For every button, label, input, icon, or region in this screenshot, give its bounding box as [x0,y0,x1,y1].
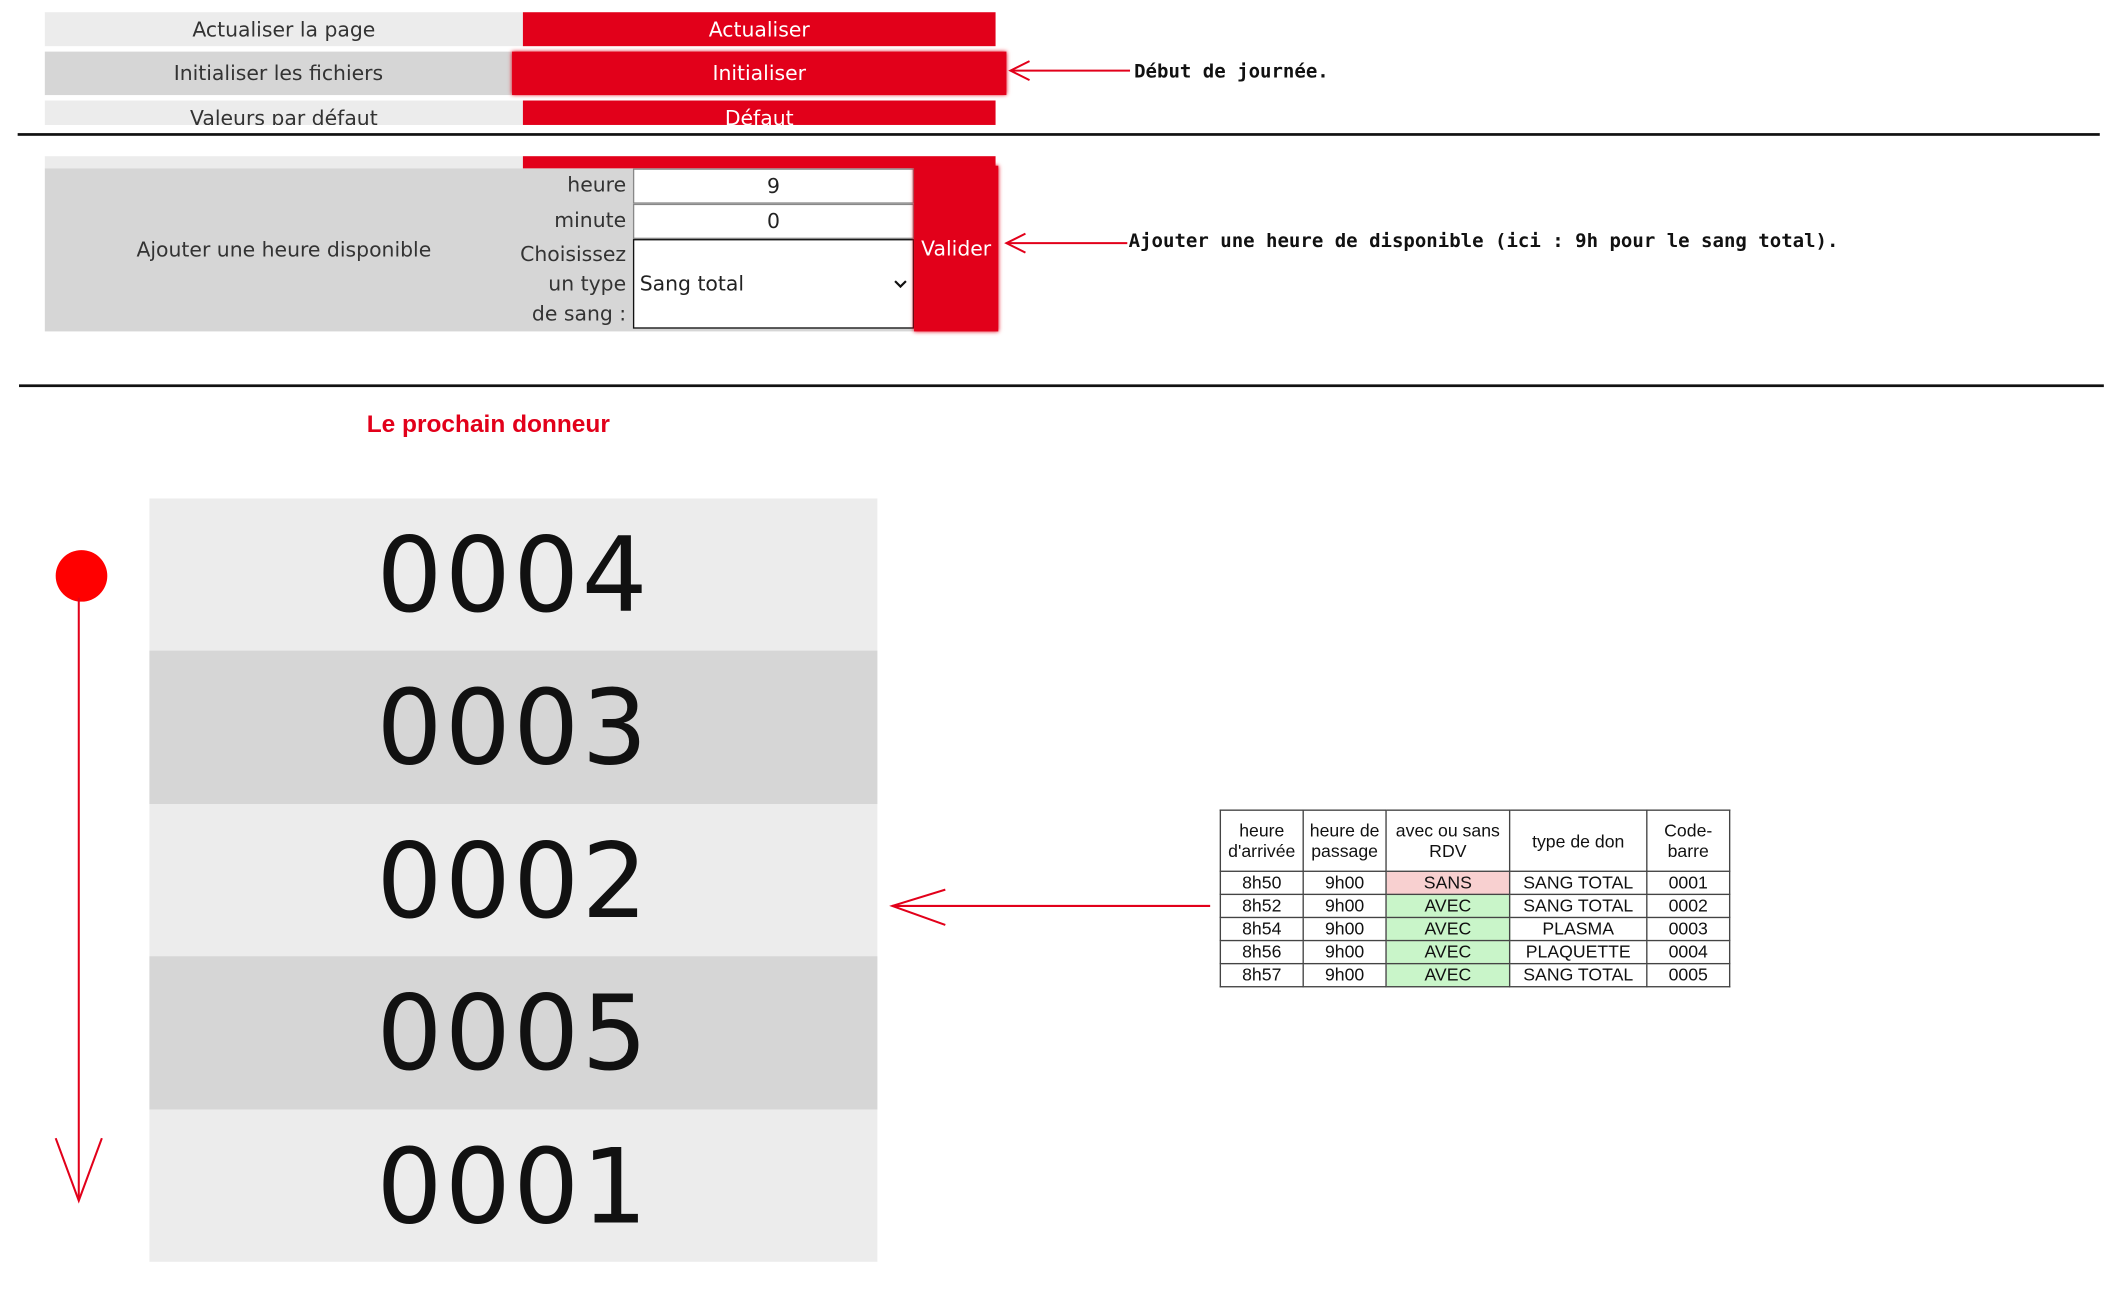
arrival-cell: 8h54 [1219,916,1304,942]
refresh-row [44,12,523,47]
divider-top [17,133,2100,136]
pass-cell: 9h00 [1302,870,1387,896]
form-top-strip-red [522,156,996,169]
donation-type-cell: SANG TOTAL [1508,893,1648,919]
hour-note: Ajouter une heure de disponible (ici : 9… [1128,230,1839,253]
divider-middle [19,384,2104,388]
refresh-label: Actualiser la page [192,16,376,42]
table-row: 8h50 9h00 SANS SANG TOTAL 0001 [1219,870,1731,896]
queue-list: 0004 0003 0002 0005 0001 [149,498,878,1262]
init-arrow-icon [1008,60,1131,82]
table-row: 8h54 9h00 AVEC PLASMA 0003 [1219,916,1731,942]
blood-type-label-line3: de sang : [531,301,627,326]
default-button[interactable]: Défaut [522,100,996,125]
arrival-cell: 8h57 [1219,962,1304,988]
hour-label: heure [567,172,627,197]
form-top-strip [44,156,523,169]
rdv-cell: SANS [1385,870,1511,896]
refresh-button[interactable]: Actualiser [522,12,996,47]
queue-item: 0001 [149,1109,878,1262]
validate-button[interactable]: Valider [914,165,999,332]
queue-title: Le prochain donneur [366,410,610,438]
rdv-cell: AVEC [1385,916,1511,942]
default-label: Valeurs par défaut [189,105,378,125]
sheet-header: type de don [1508,809,1648,872]
sheet-header: heure de passage [1302,809,1387,872]
queue-item: 0005 [149,956,878,1110]
init-label: Initialiser les fichiers [44,51,513,96]
blood-type-label-line1: Choisissez [520,241,627,267]
donation-type-cell: PLASMA [1508,916,1648,942]
blood-type-label: Choisissez un type de sang : [509,239,626,329]
arrival-cell: 8h52 [1219,893,1304,919]
donation-type-cell: SANG TOTAL [1508,870,1648,896]
minute-label: minute [554,207,627,233]
hour-arrow-icon [1004,232,1128,254]
rdv-cell: AVEC [1385,893,1511,919]
arrival-cell: 8h50 [1219,870,1304,896]
pass-cell: 9h00 [1302,939,1387,965]
barcode-cell: 0003 [1646,916,1731,942]
table-row: 8h56 9h00 AVEC PLAQUETTE 0004 [1219,939,1731,965]
sheet-header-row: heure d'arrivée heure de passage avec ou… [1219,809,1731,872]
order-arrow-icon [54,550,108,1204]
default-button-label: Défaut [724,105,794,125]
barcode-cell: 0005 [1646,962,1731,988]
table-row: 8h52 9h00 AVEC SANG TOTAL 0002 [1219,893,1731,919]
init-note: Début de journée. [1134,61,1329,83]
sheet-header: avec ou sans RDV [1385,809,1511,872]
pass-cell: 9h00 [1302,916,1387,942]
hour-form-title: Ajouter une heure disponible [136,237,432,263]
blood-type-select[interactable]: Sang total [632,239,915,329]
chevron-down-icon [894,280,907,289]
arrival-cell: 8h56 [1219,939,1304,965]
barcode-cell: 0004 [1646,939,1731,965]
barcode-cell: 0002 [1646,893,1731,919]
queue-item: 0003 [149,650,878,805]
barcode-cell: 0001 [1646,870,1731,896]
pass-cell: 9h00 [1302,962,1387,988]
default-row: Valeurs par défaut [44,100,523,125]
blood-type-selected: Sang total [639,271,745,297]
arrival-sheet: heure d'arrivée heure de passage avec ou… [1219,809,1731,988]
sheet-arrow-icon [889,888,1211,926]
hour-input[interactable]: 9 [632,168,915,204]
minute-input[interactable]: 0 [632,203,915,240]
sheet-header: heure d'arrivée [1219,809,1304,872]
table-row: 8h57 9h00 AVEC SANG TOTAL 0005 [1219,962,1731,988]
queue-item: 0004 [149,498,878,651]
donation-type-cell: PLAQUETTE [1508,939,1648,965]
rdv-cell: AVEC [1385,962,1511,988]
rdv-cell: AVEC [1385,939,1511,965]
queue-item: 0002 [149,804,878,957]
blood-type-label-line2: un type [548,271,627,297]
donation-type-cell: SANG TOTAL [1508,962,1648,988]
init-button[interactable]: Initialiser [512,51,1007,96]
sheet-header: Code-barre [1646,809,1731,872]
pass-cell: 9h00 [1302,893,1387,919]
